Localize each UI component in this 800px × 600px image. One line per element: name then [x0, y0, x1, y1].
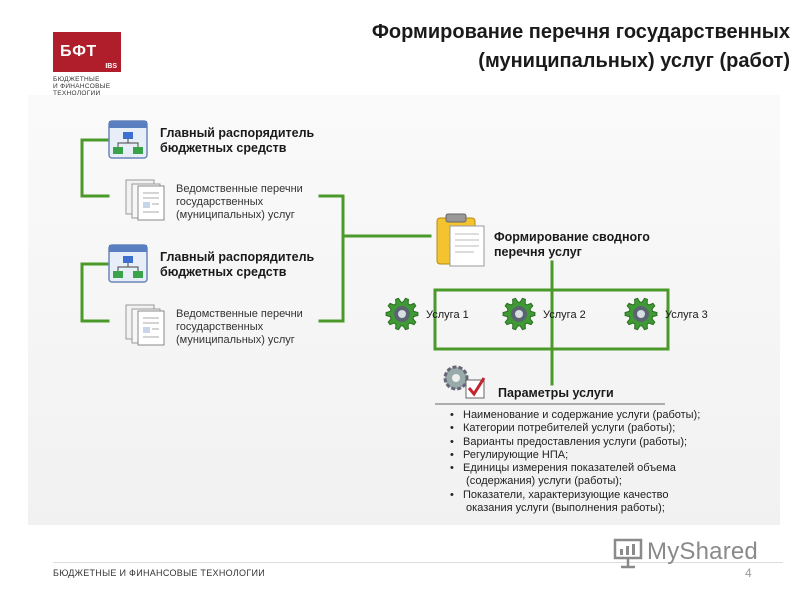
logo-subtitle-line: ТЕХНОЛОГИИ [53, 90, 101, 97]
params-list-item: Регулирующие НПА; [450, 449, 700, 463]
dept-list-label-2: Ведомственные перечни государственных (м… [176, 308, 303, 347]
manager-label-line: Главный распорядитель [160, 250, 315, 264]
clipboard-icon [436, 213, 485, 267]
title-line-1: Формирование перечня государственных [371, 21, 790, 43]
dept-list-line: (муниципальных) услуг [176, 334, 295, 346]
dept-list-line: Ведомственные перечни [176, 308, 303, 320]
summary-label-line: перечня услуг [494, 245, 582, 259]
service-label-2: Услуга 2 [543, 309, 586, 321]
connector-merge [318, 194, 345, 323]
logo-subtitle: БЮДЖЕТНЫЕ И ФИНАНСОВЫЕ ТЕХНОЛОГИИ [53, 76, 133, 97]
page-title: Формирование перечня государственных (му… [250, 18, 790, 76]
manager-label-1: Главный распорядитель бюджетных средств [160, 126, 314, 156]
presentation-board-icon [613, 538, 643, 569]
connector-group2 [80, 262, 110, 323]
params-list-item: Показатели, характеризующие качество ока… [450, 489, 700, 516]
footer-company: БЮДЖЕТНЫЕ И ФИНАНСОВЫЕ ТЕХНОЛОГИИ [53, 568, 266, 578]
params-list: Наименование и содержание услуги (работы… [450, 409, 700, 515]
window-tree-icon [108, 244, 148, 283]
page-number: 4 [745, 566, 752, 580]
window-tree-icon [108, 120, 148, 159]
connector-group1 [80, 138, 110, 198]
manager-label-2: Главный распорядитель бюджетных средств [160, 250, 314, 280]
manager-label-line: бюджетных средств [160, 141, 287, 155]
service-label-1: Услуга 1 [426, 309, 469, 321]
dept-list-line: государственных [176, 196, 264, 208]
dept-list-label-1: Ведомственные перечни государственных (м… [176, 183, 303, 222]
params-list-item: Наименование и содержание услуги (работы… [450, 409, 700, 423]
params-title: Параметры услуги [498, 386, 614, 400]
gear-icon [502, 297, 536, 331]
params-list-item: Единицы измерения показателей объема (со… [450, 462, 700, 489]
documents-icon [125, 304, 165, 346]
bft-logo: БФТ IBS [53, 32, 121, 72]
summary-label: Формирование сводного перечня услуг [494, 230, 650, 260]
service-label-3: Услуга 3 [665, 309, 708, 321]
dept-list-line: (муниципальных) услуг [176, 209, 295, 221]
manager-label-line: бюджетных средств [160, 265, 287, 279]
summary-label-line: Формирование сводного [494, 230, 650, 244]
gear-icon [385, 297, 419, 331]
watermark: MyShared [647, 538, 758, 565]
gear-checkbox-icon [443, 365, 486, 399]
dept-list-line: Ведомственные перечни [176, 183, 303, 195]
gear-icon [624, 297, 658, 331]
title-line-2: (муниципальных) услуг (работ) [478, 50, 790, 72]
footer-divider [53, 562, 783, 563]
params-list-item: Категории потребителей услуги (работы); [450, 422, 700, 436]
logo-mark: БФТ [60, 43, 98, 60]
manager-label-line: Главный распорядитель [160, 126, 315, 140]
dept-list-line: государственных [176, 321, 264, 333]
logo-suffix: IBS [105, 63, 117, 70]
params-list-item: Варианты предоставления услуги (работы); [450, 436, 700, 450]
logo-subtitle-line: И ФИНАНСОВЫЕ [53, 83, 111, 90]
logo-subtitle-line: БЮДЖЕТНЫЕ [53, 76, 100, 83]
documents-icon [125, 179, 165, 221]
